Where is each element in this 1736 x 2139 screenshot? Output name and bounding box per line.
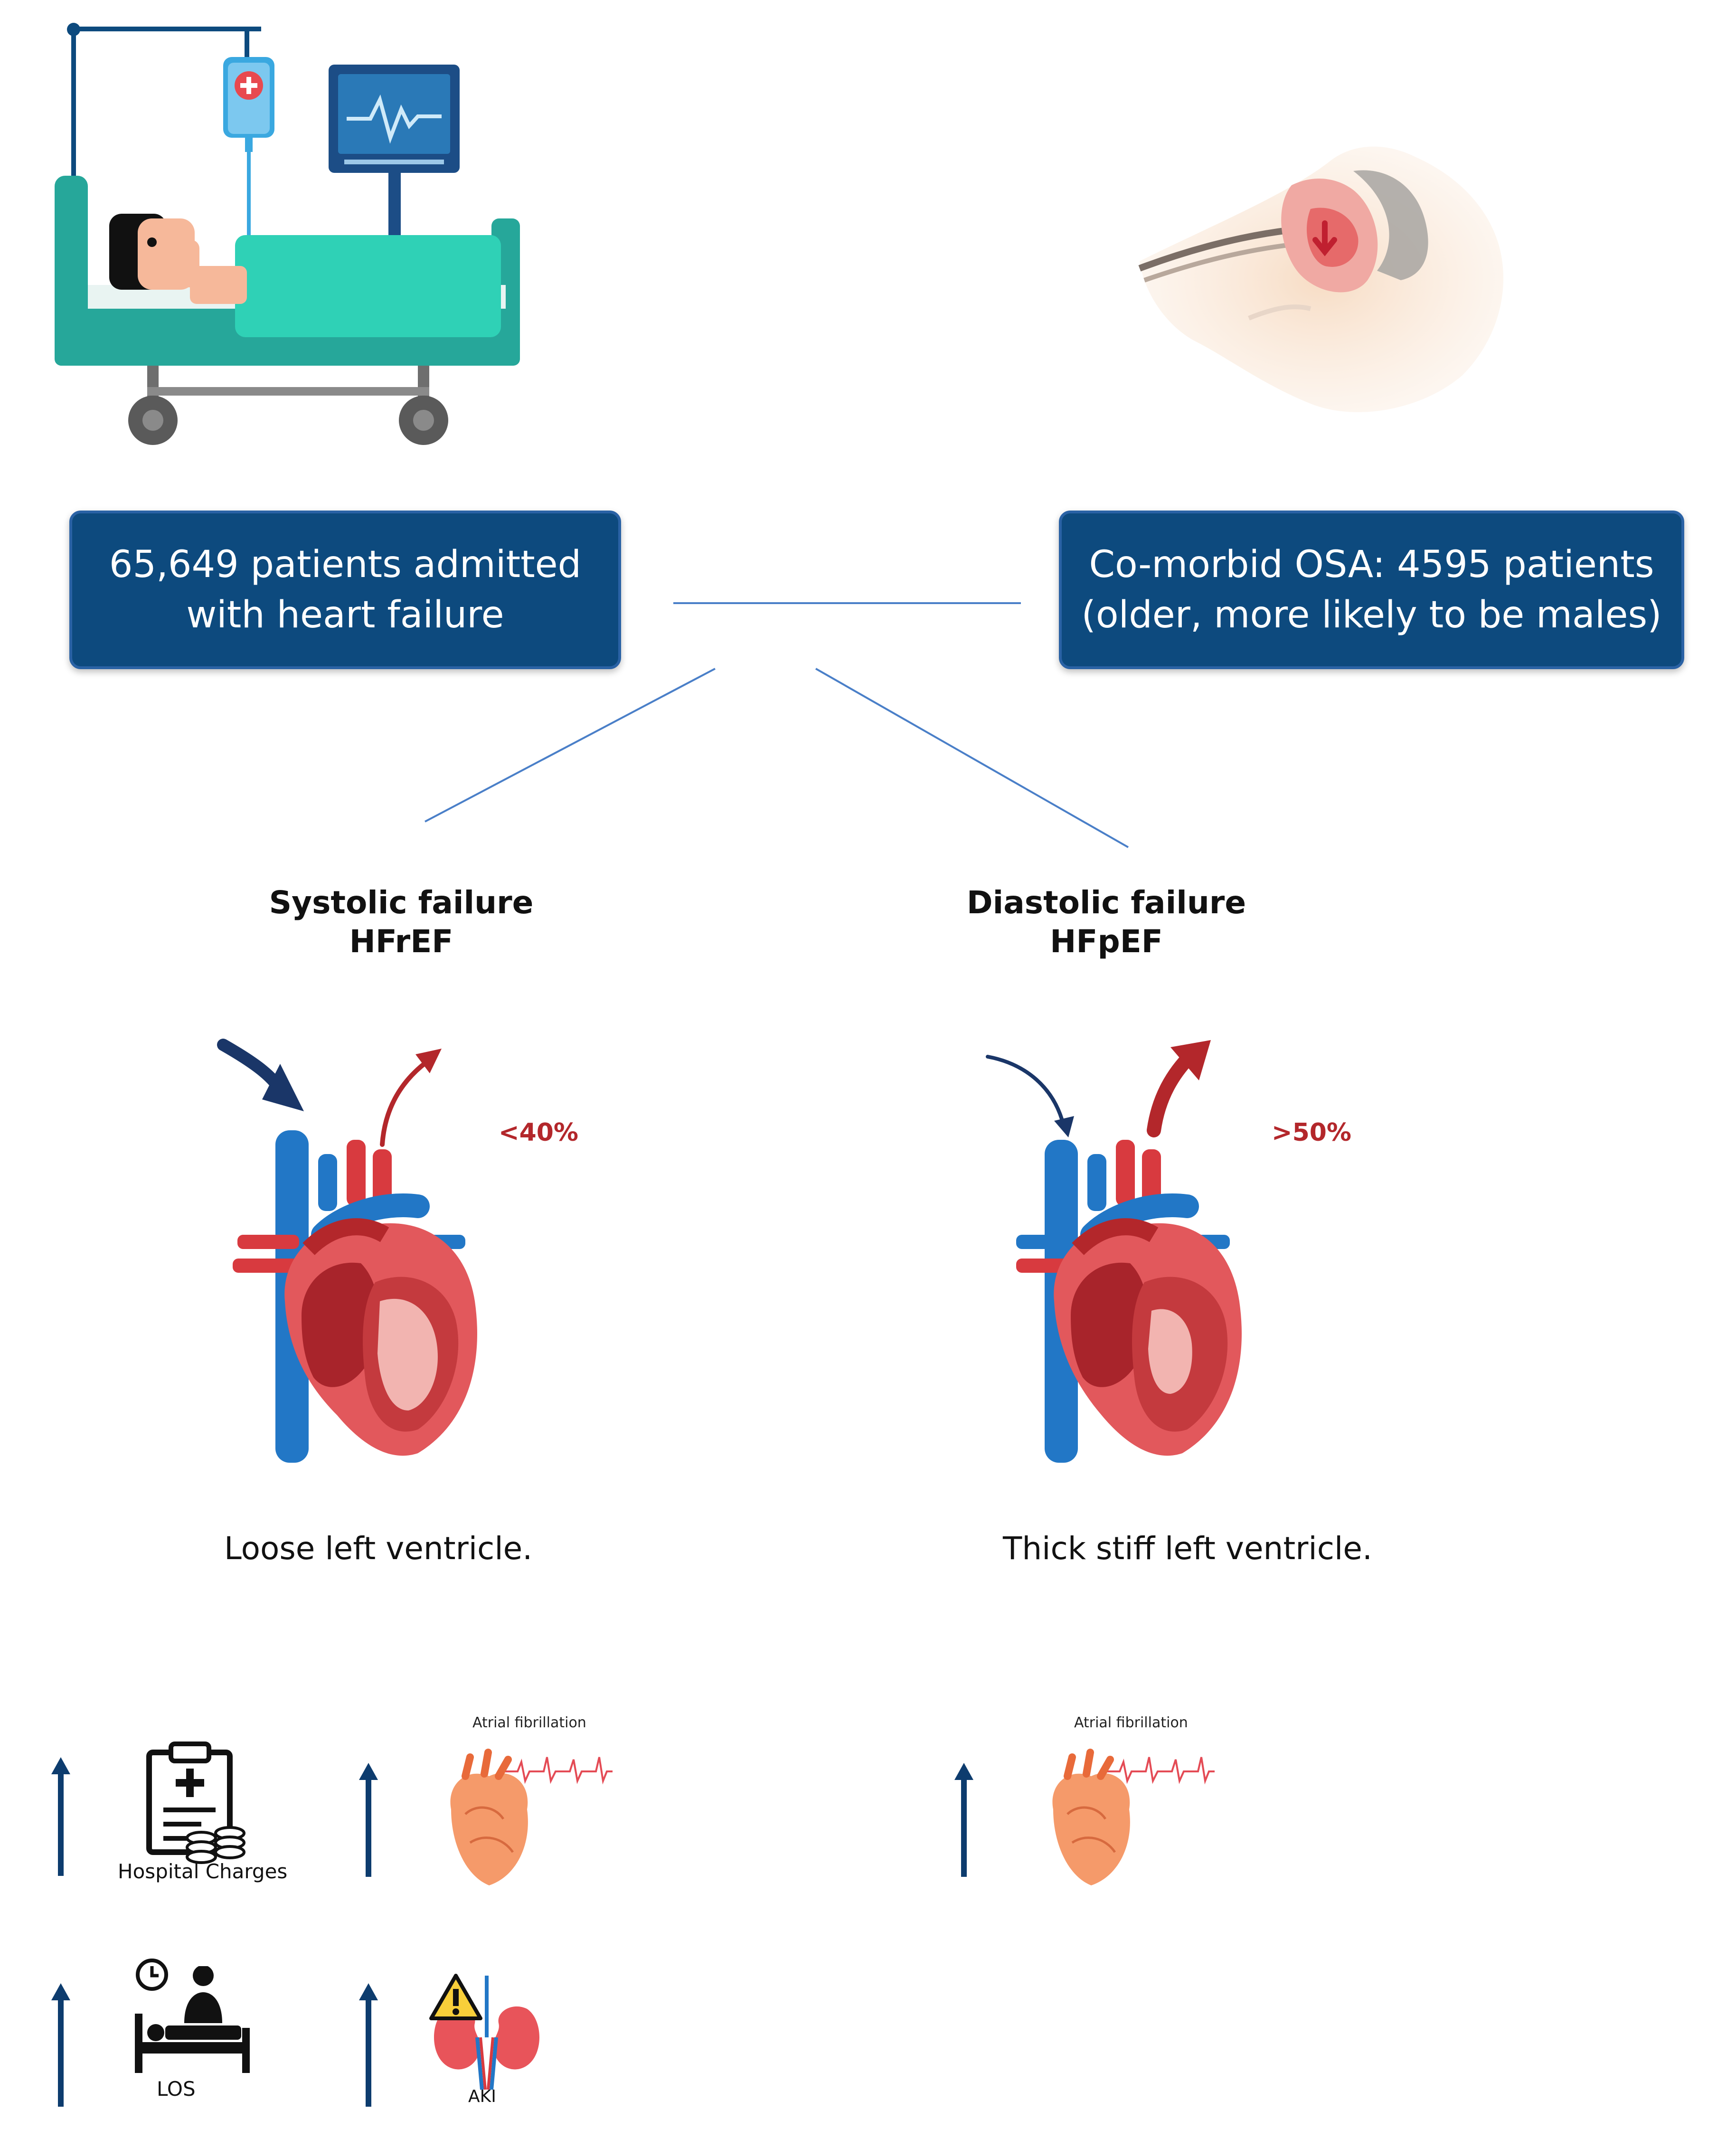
- coins-icon: [186, 1826, 245, 1864]
- diastolic-heart-icon: [986, 1040, 1242, 1463]
- systolic-description: Loose left ventricle.: [224, 1530, 533, 1567]
- systolic-heart-icon: [217, 1039, 477, 1463]
- diastolic-description: Thick stiff left ventricle.: [1003, 1530, 1372, 1567]
- diastolic-subtitle: HFpEF: [1050, 923, 1163, 960]
- atrial-fibrillation-label-diastolic: Atrial fibrillation: [1074, 1714, 1188, 1731]
- atrial-fibrillation-heart-icon: [450, 1749, 613, 1885]
- atrial-fibrillation-label-systolic: Atrial fibrillation: [472, 1714, 586, 1731]
- diastolic-title: Diastolic failure: [966, 884, 1246, 921]
- hospital-bed-icon: [55, 23, 520, 445]
- up-arrow-icon: [51, 1983, 70, 2107]
- systolic-subtitle: HFrEF: [349, 923, 453, 960]
- kidney-icon: [429, 1974, 540, 2090]
- osa-line-2: (older, more likely to be males): [1081, 594, 1662, 636]
- up-arrow-icon: [954, 1763, 973, 1877]
- diastolic-heading: Diastolic failure HFpEF: [916, 883, 1296, 961]
- admitted-line-1: 65,649 patients admitted: [109, 543, 582, 586]
- atrial-fibrillation-heart-icon: [1052, 1749, 1215, 1885]
- hospital-bed-small-icon: [135, 1961, 250, 2073]
- diastolic-ef-value: >50%: [1272, 1118, 1352, 1147]
- up-arrow-icon: [359, 1983, 378, 2107]
- los-label: LOS: [157, 2077, 196, 2101]
- up-arrow-icon: [51, 1757, 70, 1876]
- systolic-title: Systolic failure: [269, 884, 534, 921]
- clipboard-icon: [146, 1741, 233, 1855]
- clock-icon: [136, 1959, 168, 1991]
- sleep-apnea-head-icon: [1138, 146, 1504, 412]
- connector-left: [425, 668, 716, 823]
- systolic-heading: Systolic failure HFrEF: [211, 883, 591, 961]
- osa-line-1: Co-morbid OSA: 4595 patients: [1089, 543, 1654, 586]
- admitted-line-2: with heart failure: [186, 594, 504, 636]
- hospital-charges-label: Hospital Charges: [118, 1860, 288, 1883]
- connector-right: [815, 668, 1129, 848]
- up-arrow-icon: [359, 1763, 378, 1877]
- osa-patients-box: Co-morbid OSA: 4595 patients (older, mor…: [1059, 511, 1684, 669]
- aki-label: AKI: [468, 2087, 496, 2106]
- systolic-ef-value: <40%: [499, 1118, 579, 1147]
- admitted-patients-box: 65,649 patients admitted with heart fail…: [69, 511, 621, 669]
